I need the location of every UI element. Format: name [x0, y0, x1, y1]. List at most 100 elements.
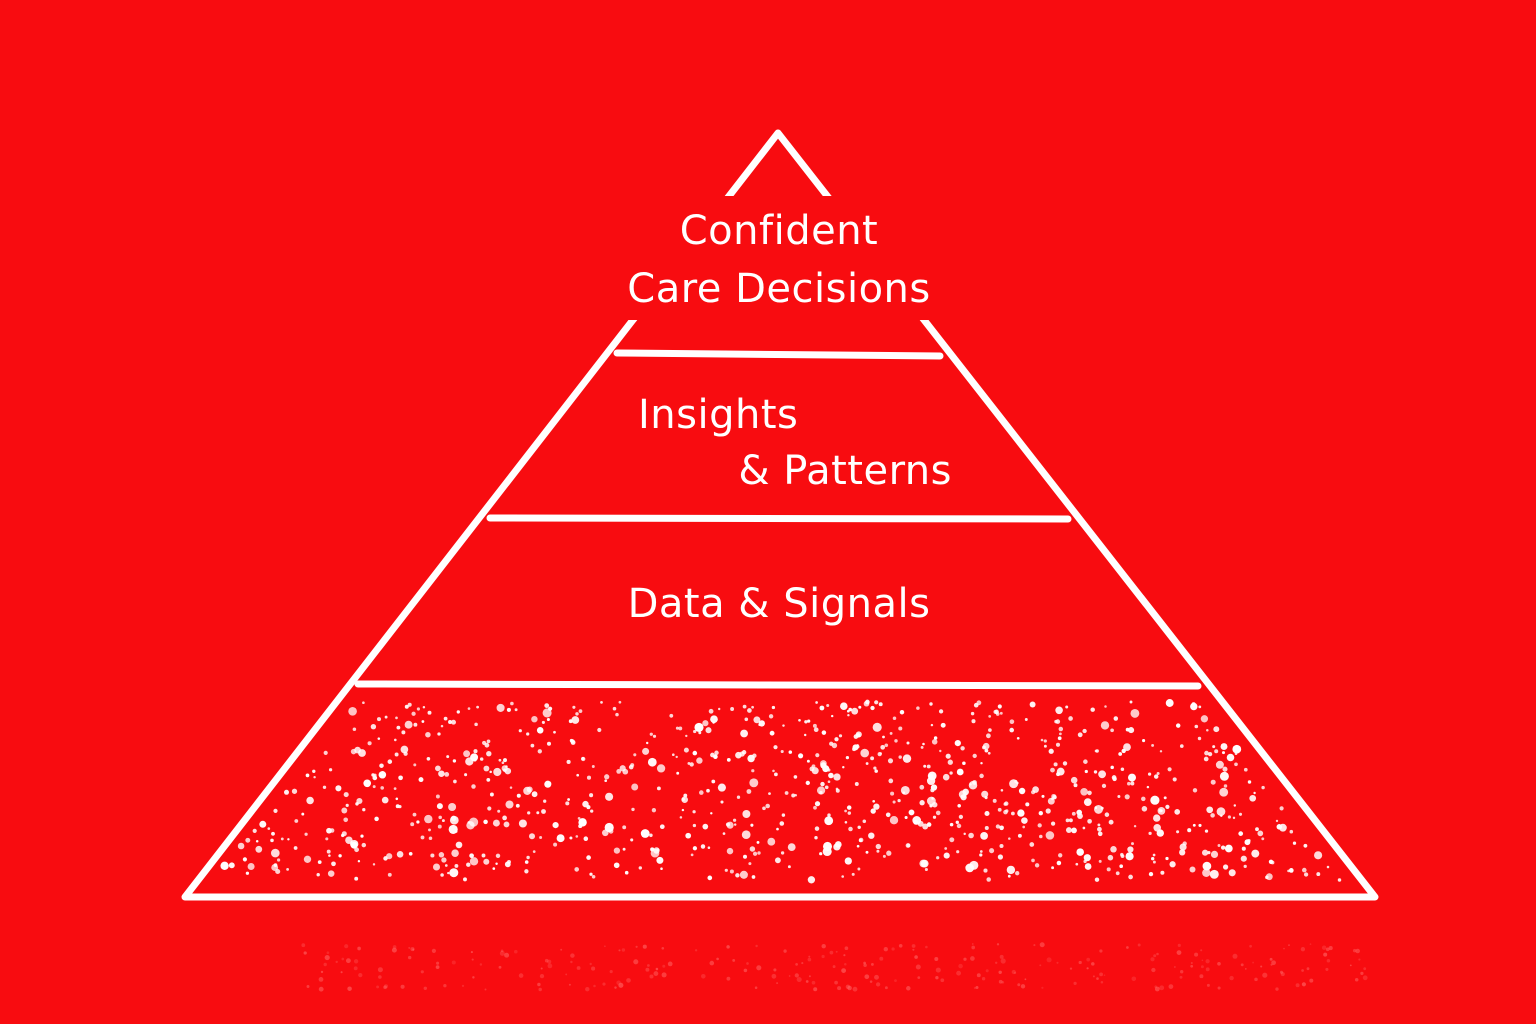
base-speck: [276, 858, 281, 862]
ground-speck: [326, 951, 330, 954]
base-speck: [1141, 796, 1146, 802]
base-speck: [1152, 860, 1156, 864]
base-speck: [600, 701, 603, 704]
base-speck: [920, 859, 929, 868]
base-speck: [1157, 807, 1166, 815]
base-speck: [870, 705, 875, 711]
base-speck: [897, 798, 901, 803]
base-speck: [1302, 867, 1307, 873]
base-speck: [744, 717, 749, 722]
ground-speck: [320, 970, 324, 974]
base-speck: [630, 763, 635, 768]
ground-speck: [773, 968, 777, 972]
base-speck: [578, 709, 583, 713]
base-speck: [652, 734, 657, 738]
base-speck: [1083, 859, 1087, 864]
base-speck: [1068, 818, 1073, 823]
base-speck: [931, 739, 938, 745]
ground-speck: [716, 957, 719, 961]
base-speck: [418, 777, 424, 783]
base-speck: [428, 828, 431, 832]
base-speck: [1120, 854, 1125, 858]
base-speck: [531, 791, 538, 798]
base-speck: [541, 809, 546, 814]
base-speck: [1110, 765, 1114, 770]
base-speck: [919, 784, 925, 790]
base-speck: [427, 710, 432, 715]
base-speck: [876, 849, 880, 853]
base-speck: [1206, 729, 1209, 732]
base-speck: [524, 869, 529, 874]
base-speck: [1232, 816, 1236, 820]
ground-speck: [801, 962, 804, 965]
base-speck: [450, 815, 457, 821]
base-speck: [1223, 784, 1228, 788]
base-speck: [1041, 794, 1045, 798]
ground-speck: [870, 962, 874, 966]
base-speck: [714, 750, 719, 756]
base-speck: [1051, 793, 1057, 799]
base-speck: [1050, 821, 1056, 826]
base-speck: [1107, 854, 1114, 861]
base-speck: [1056, 860, 1062, 866]
base-speck: [454, 863, 459, 868]
base-speck: [787, 843, 796, 851]
base-speck: [940, 722, 946, 728]
base-speck: [986, 733, 991, 739]
ground-speck: [971, 943, 974, 945]
base-speck: [501, 761, 505, 765]
base-speck: [396, 725, 401, 730]
base-speck: [1133, 824, 1137, 828]
base-speck: [979, 773, 984, 779]
base-speck: [693, 729, 697, 734]
base-speck: [425, 731, 431, 738]
base-speck: [1153, 814, 1161, 822]
base-speck: [394, 752, 399, 757]
base-speck: [1087, 818, 1092, 824]
base-speck: [983, 868, 988, 873]
base-speck: [879, 752, 883, 755]
base-speck: [821, 730, 827, 735]
base-speck: [733, 823, 737, 826]
base-speck: [420, 835, 425, 840]
base-speck: [326, 827, 332, 834]
tier-2-label-bg: [628, 380, 964, 500]
base-speck: [1077, 732, 1083, 738]
base-speck: [669, 713, 674, 718]
base-speck: [372, 775, 378, 781]
base-speck: [441, 819, 445, 823]
base-speck: [448, 803, 457, 811]
base-speck: [1065, 705, 1069, 709]
ground-speck: [917, 976, 921, 979]
base-speck: [1082, 826, 1086, 830]
base-speck: [908, 809, 915, 816]
base-speck: [1238, 831, 1244, 836]
ground-speck: [1309, 978, 1314, 983]
base-speck: [338, 854, 342, 858]
base-speck: [622, 825, 627, 830]
base-speck: [844, 857, 852, 865]
base-speck: [516, 793, 521, 798]
ground-speck: [423, 986, 428, 991]
base-speck: [987, 751, 991, 755]
base-speck: [464, 773, 468, 777]
base-speck: [995, 824, 1001, 829]
base-speck: [999, 825, 1004, 831]
base-speck: [685, 832, 692, 839]
base-speck: [495, 853, 501, 859]
base-speck: [526, 855, 530, 860]
base-speck: [569, 836, 573, 840]
base-speck: [1101, 783, 1107, 789]
base-speck: [484, 742, 490, 748]
ground-speck: [1232, 953, 1238, 959]
base-speck: [305, 773, 310, 778]
base-speck: [741, 830, 751, 840]
base-speck: [1006, 865, 1016, 875]
ground-speck: [1039, 942, 1045, 948]
ground-speck: [935, 976, 939, 980]
base-speck: [807, 719, 811, 723]
base-speck: [326, 849, 331, 854]
base-speck: [495, 862, 498, 866]
ground-speck: [1300, 947, 1306, 952]
